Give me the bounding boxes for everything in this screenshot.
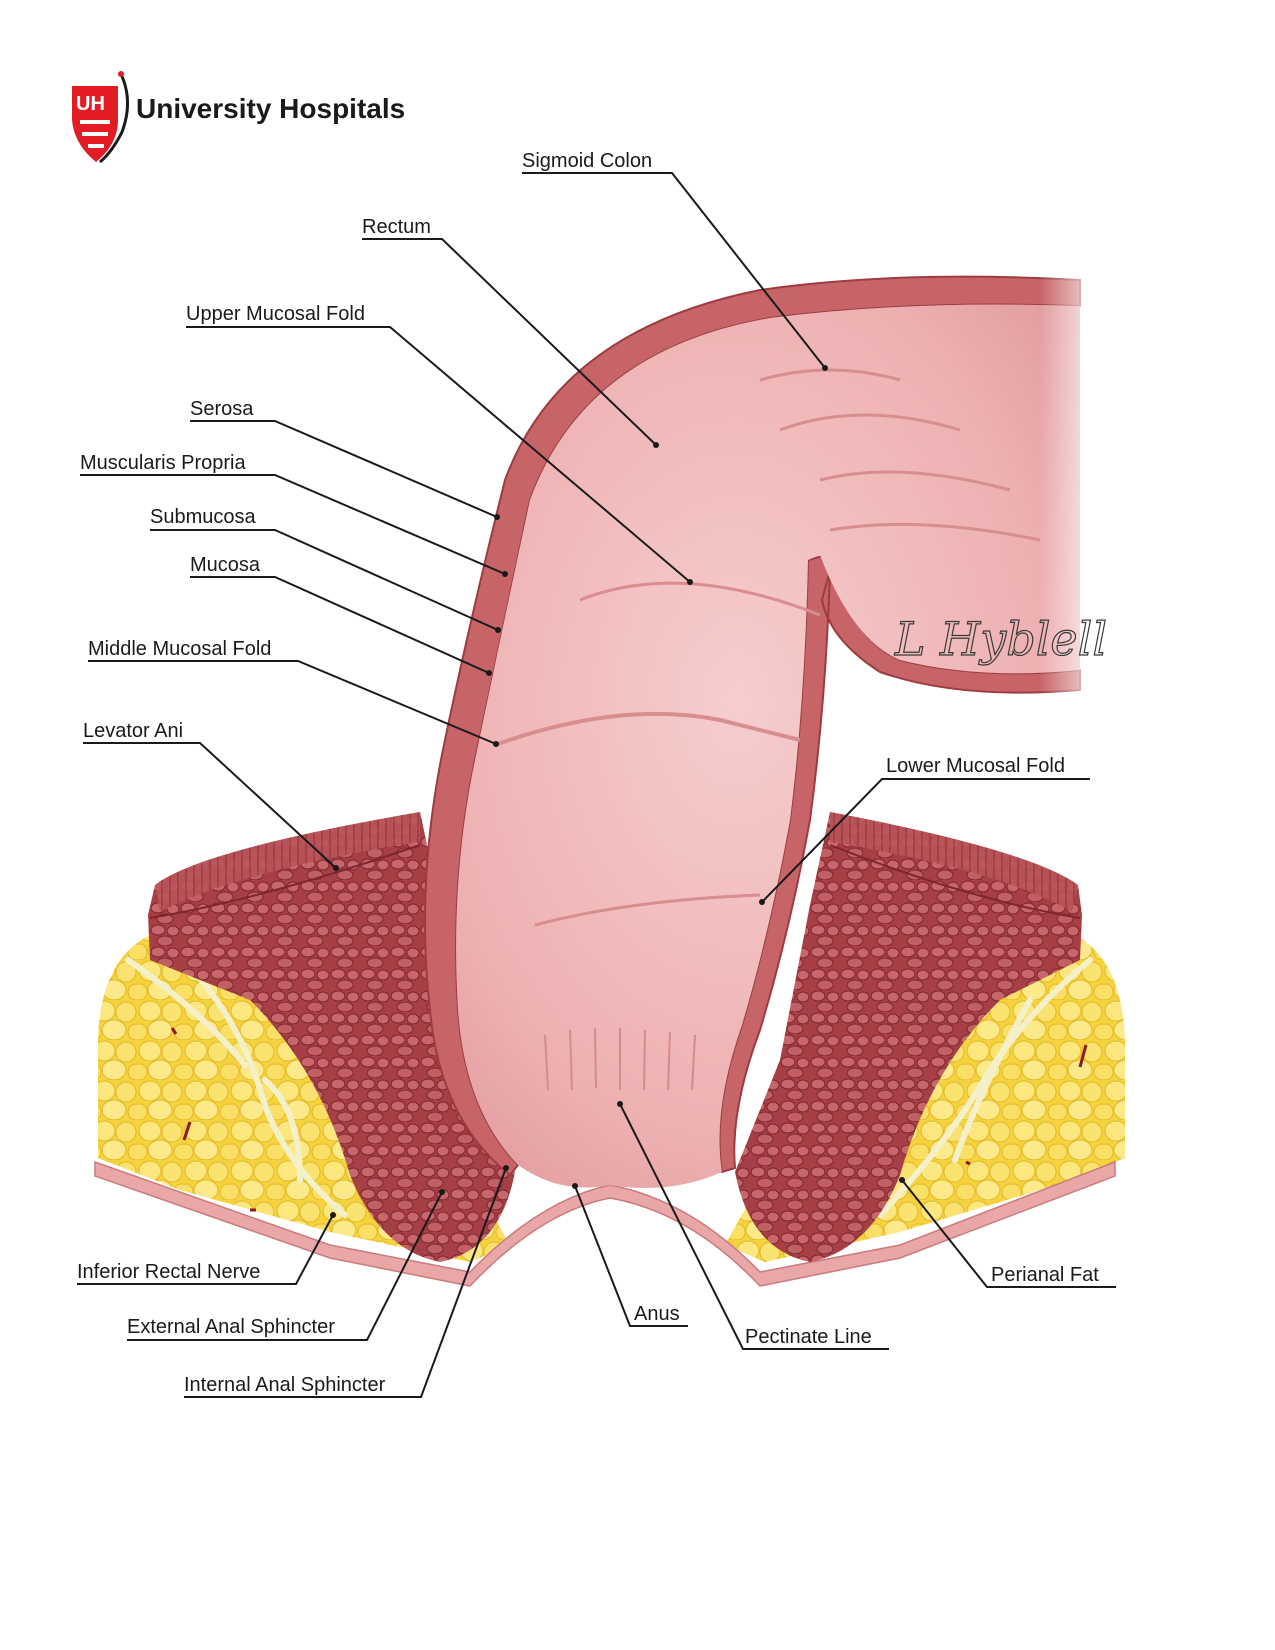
- svg-text:Lower Mucosal Fold: Lower Mucosal Fold: [886, 755, 1065, 777]
- label-pectinate-line: Pectinate Line: [617, 1101, 889, 1350]
- label-sigmoid-colon: Sigmoid Colon: [522, 150, 828, 371]
- label-mucosa: Mucosa: [190, 554, 492, 676]
- svg-text:Internal Anal Sphincter: Internal Anal Sphincter: [184, 1374, 386, 1396]
- label-internal-anal-sphincter: Internal Anal Sphincter: [184, 1165, 509, 1398]
- levator-ani-right: [735, 812, 1082, 1262]
- brand-name: University Hospitals: [136, 93, 405, 124]
- svg-text:Mucosa: Mucosa: [190, 554, 261, 576]
- university-hospitals-logo: UH University Hospitals: [72, 71, 405, 164]
- label-anus: Anus: [572, 1183, 688, 1327]
- svg-text:Sigmoid Colon: Sigmoid Colon: [522, 150, 652, 172]
- levator-ani-left: [148, 812, 515, 1262]
- label-muscularis-propria: Muscularis Propria: [80, 452, 508, 577]
- svg-text:Middle Mucosal Fold: Middle Mucosal Fold: [88, 638, 271, 660]
- logo-mark-text: UH: [76, 93, 105, 115]
- label-middle-mucosal-fold: Middle Mucosal Fold: [88, 638, 499, 747]
- blood-vessels: [170, 1027, 1088, 1212]
- perianal-skin: [94, 1160, 1116, 1287]
- svg-text:Inferior Rectal Nerve: Inferior Rectal Nerve: [77, 1261, 260, 1283]
- svg-text:Pectinate Line: Pectinate Line: [745, 1326, 872, 1348]
- svg-text:Anus: Anus: [634, 1303, 680, 1325]
- artist-signature: L Hyblell: [894, 612, 1107, 666]
- label-rectum: Rectum: [362, 216, 659, 448]
- uh-shield-icon: UH: [72, 71, 129, 164]
- svg-text:Levator Ani: Levator Ani: [83, 720, 183, 742]
- label-external-anal-sphincter: External Anal Sphincter: [127, 1189, 445, 1341]
- svg-text:Upper Mucosal Fold: Upper Mucosal Fold: [186, 303, 365, 325]
- svg-text:Rectum: Rectum: [362, 216, 431, 238]
- label-inferior-rectal-nerve: Inferior Rectal Nerve: [77, 1212, 336, 1285]
- label-lower-mucosal-fold: Lower Mucosal Fold: [759, 755, 1090, 905]
- svg-text:Serosa: Serosa: [190, 398, 254, 420]
- svg-text:Muscularis Propria: Muscularis Propria: [80, 452, 246, 474]
- inferior-rectal-nerve: [125, 952, 1093, 1218]
- label-perianal-fat: Perianal Fat: [899, 1177, 1116, 1288]
- label-upper-mucosal-fold: Upper Mucosal Fold: [186, 303, 693, 585]
- svg-text:Perianal Fat: Perianal Fat: [991, 1264, 1099, 1286]
- svg-text:Submucosa: Submucosa: [150, 506, 256, 528]
- label-submucosa: Submucosa: [150, 506, 501, 633]
- svg-text:External Anal Sphincter: External Anal Sphincter: [127, 1316, 335, 1338]
- label-serosa: Serosa: [190, 398, 500, 520]
- label-levator-ani: Levator Ani: [83, 720, 339, 871]
